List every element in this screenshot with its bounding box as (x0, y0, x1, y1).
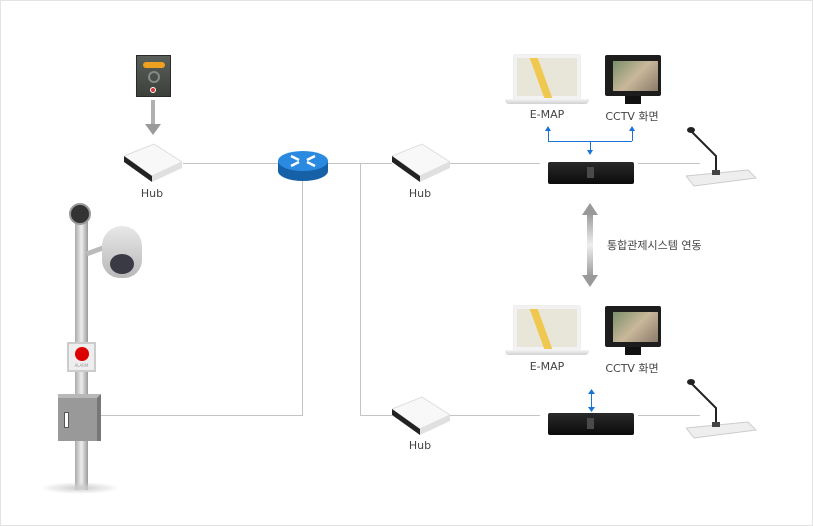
cctv-monitor-icon (605, 55, 661, 105)
link-recorder2-console2 (638, 415, 700, 416)
signal-arrow (548, 130, 549, 141)
cctv-label: CCTV 화면 (605, 362, 659, 375)
hub-label: Hub (408, 439, 432, 452)
hub-icon (124, 143, 182, 182)
signal-arrow (590, 141, 591, 153)
emap-laptop-icon (505, 306, 589, 356)
bidirectional-arrow-icon (582, 203, 598, 287)
link-recorder-console (638, 163, 700, 164)
cctv-label: CCTV 화면 (605, 110, 659, 123)
pole-shadow (40, 482, 120, 494)
link-cabinet (101, 415, 303, 416)
recorder-icon (548, 413, 634, 435)
link-hub2-recorder (450, 163, 540, 164)
signal-arrow (632, 130, 633, 141)
cctv-monitor-icon (605, 306, 661, 356)
hub-icon (392, 396, 450, 435)
link-branch-hub3 (360, 415, 392, 416)
signal-arrow (591, 393, 592, 409)
arrow-down-icon (145, 100, 161, 135)
hub-icon (392, 143, 450, 182)
microphone-console-icon (686, 127, 758, 187)
alarm-label: ALARM (74, 363, 89, 368)
emergency-bell-device (136, 55, 171, 97)
recorder-icon (548, 162, 634, 184)
bullet-camera-icon (69, 203, 91, 225)
link-hub3-recorder (450, 415, 540, 416)
integration-label: 통합관제시스템 연동 (607, 239, 702, 252)
link-router-down (302, 180, 303, 415)
router-icon (278, 151, 328, 181)
hub-label: Hub (408, 187, 432, 200)
emap-label: E-MAP (529, 360, 565, 373)
link-branch-vertical (360, 163, 361, 415)
emap-label: E-MAP (529, 108, 565, 121)
link-hub-router (183, 163, 278, 164)
arrowheads-icon (545, 126, 635, 155)
control-cabinet (58, 394, 101, 441)
dome-camera-icon (102, 226, 142, 278)
arrowheads-icon (588, 389, 595, 412)
emap-laptop-icon (505, 55, 589, 105)
hub-label: Hub (140, 187, 164, 200)
alarm-button: ALARM (67, 342, 96, 372)
microphone-console-icon (686, 379, 758, 439)
